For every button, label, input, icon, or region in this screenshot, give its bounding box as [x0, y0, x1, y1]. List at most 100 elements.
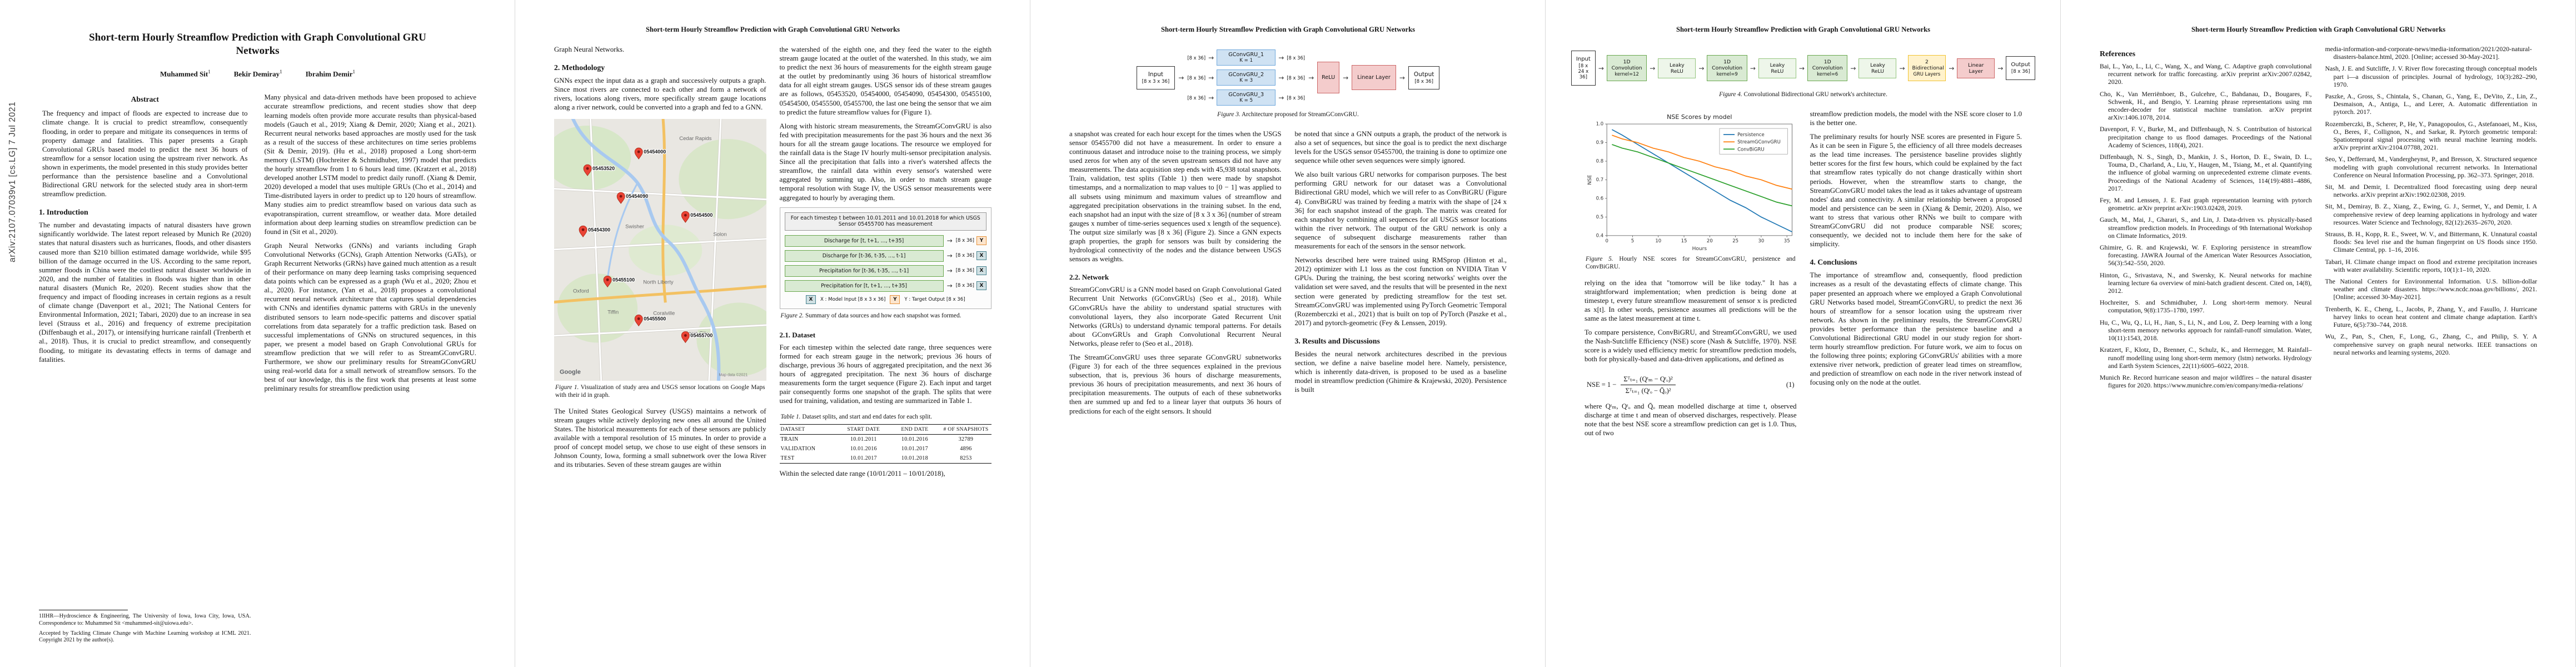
running-header: Short-term Hourly Streamflow Prediction …	[1676, 26, 1931, 33]
legend-label: Persistence	[1737, 132, 1765, 138]
y-axis-label: NSE	[1587, 175, 1593, 185]
map-sensor-marker: 05455500	[634, 315, 667, 327]
arrow-icon	[1697, 64, 1705, 72]
table-cell: 10.01.2017	[850, 455, 877, 462]
y-tick-label: 0.9	[1596, 140, 1604, 146]
y-tick-label: 0.4	[1596, 233, 1604, 238]
arrow-icon	[946, 252, 954, 260]
x-tick-label: 10	[1655, 238, 1661, 244]
reference-entry: media-information-and-corporate-news/med…	[2325, 45, 2532, 61]
paragraph: For each timestep within the selected da…	[779, 343, 992, 405]
map-town-label: Cedar Rapids	[679, 136, 711, 142]
linear-layer-node: Linear Layer	[1352, 65, 1396, 90]
figure2-rows: Discharge for [t, t+1, ..., t+35][8 x 36…	[784, 235, 986, 292]
sensor-id-label: 05455500	[644, 316, 666, 322]
sensor-id-label: 05455700	[690, 333, 712, 339]
table-cell: 10.01.2018	[901, 455, 928, 462]
figure4-flow: Input [8 x 24 x 36] 1D Convolutionkernel…	[1571, 45, 2036, 88]
reference-entry: Hu, C., Wu, Q., Li, H., Jian, S., Li, N.…	[2100, 318, 2312, 342]
map-town-label: Tiffin	[607, 310, 619, 316]
map-town-label: Coralville	[653, 311, 675, 317]
paragraph: Within the selected date range (10/01/20…	[779, 470, 945, 478]
arrow-icon	[1648, 64, 1656, 72]
dimension-label: [8 x 36]	[1287, 94, 1306, 101]
table-cell: Validation	[780, 446, 816, 452]
arrow-icon	[1849, 64, 1857, 72]
arrow-icon	[1749, 64, 1757, 72]
reference-entry: Wu, Z., Pan, S., Chen, F., Long, G., Zha…	[2325, 332, 2538, 356]
x-tag: X	[976, 251, 986, 261]
sequence-box: Discharge for [t-36, t-35, ..., t-1]	[784, 250, 944, 262]
reference-entry: Trenberth, K. E., Cheng, L., Jacobs, P.,…	[2325, 305, 2538, 329]
table-header-cell: # of Snapshots	[943, 426, 989, 433]
gconvgru-branch: [8 x 36]GConvGRU_1K = 1[8 x 36]	[1187, 49, 1305, 66]
series-line	[1612, 135, 1792, 190]
sensor-id-label: 05454000	[644, 150, 666, 155]
figure4-act-node: Leaky ReLU	[1658, 58, 1696, 78]
reference-entry: Fey, M. and Lenssen, J. E. Fast graph re…	[2100, 196, 2312, 212]
arrow-icon	[1996, 64, 2004, 72]
table-header-row: DatasetStart DateEnd Date# of Snapshots	[779, 425, 991, 435]
series-line	[1612, 144, 1792, 207]
map-pin-icon	[579, 226, 587, 238]
figure3-caption: Figure 3. Architecture proposed for Stre…	[1217, 111, 1359, 118]
reference-entry: Kratzert, F., Klotz, D., Brenner, C., Sc…	[2100, 346, 2312, 370]
map-pin-dot	[606, 278, 609, 282]
paragraph: relying on the idea that "tomorrow will …	[1585, 278, 1797, 323]
dimension-label: [8 x 36]	[955, 283, 974, 289]
section-heading-dataset: 2.1. Dataset	[779, 330, 816, 339]
x-tick-label: 15	[1681, 238, 1687, 244]
map-town-label: Solon	[713, 232, 726, 238]
author-name: Ibrahim Demir1	[305, 69, 356, 78]
section-heading-conclusions: 4. Conclusions	[1810, 258, 1857, 267]
gconvgru-branch: [8 x 36]GConvGRU_2K = 3[8 x 36]	[1187, 69, 1305, 86]
acceptance-footnote: Accepted by Tackling Climate Change with…	[39, 630, 251, 644]
figure2-row: Precipitation for [t, t+1, ..., t+35][8 …	[784, 280, 986, 292]
paragraph: Many physical and data-driven methods ha…	[264, 93, 477, 236]
map-pin-icon	[681, 211, 690, 223]
paragraph: StreamGConvGRU is a GNN model based on G…	[1069, 286, 1282, 347]
x-legend-label: X : Model Input [8 x 3 x 36]	[820, 296, 886, 302]
figure1-caption: Figure 1. Visualization of study area an…	[555, 384, 765, 399]
paragraph: The United States Geological Survey (USG…	[554, 407, 766, 469]
abstract-heading: Abstract	[131, 95, 159, 104]
x-tag: X	[976, 266, 986, 276]
map-town-label: Iowa City	[686, 331, 708, 337]
arrow-icon	[946, 237, 954, 245]
x-tick-label: 25	[1732, 238, 1738, 244]
paragraph: The importance of streamflow and, conseq…	[1810, 271, 2022, 387]
relu-node: ReLU	[1317, 62, 1340, 93]
reference-entry: Rozemberczki, B., Scherer, P., He, Y., P…	[2325, 120, 2538, 152]
reference-entry: Seo, Y., Defferrard, M., Vandergheynst, …	[2325, 155, 2538, 179]
sensor-id-label: 05454090	[626, 194, 648, 200]
map-roads	[554, 119, 766, 381]
map-pin-dot	[637, 151, 640, 153]
paragraph: streamflow prediction models, the model …	[1810, 109, 2022, 127]
y-legend-label: Y : Target Output [8 x 36]	[904, 296, 965, 302]
study-area-map: Google Map data ©2021 Cedar RapidsSolonS…	[554, 119, 766, 381]
map-pin-dot	[586, 167, 589, 170]
y-tick-label: 0.5	[1596, 215, 1604, 220]
x-tick-label: 35	[1784, 238, 1790, 244]
sequence-box: Precipitation for [t-36, t-35, ..., t-1]	[784, 265, 944, 277]
arxiv-watermark: arXiv:2107.07039v1 [cs.LG] 7 Jul 2021	[8, 101, 17, 262]
figure2-row: Discharge for [t, t+1, ..., t+35][8 x 36…	[784, 235, 986, 247]
reference-entry: Nash, J. E. and Sutcliffe, J. V. River f…	[2325, 64, 2538, 88]
map-pin-dot	[637, 317, 640, 321]
map-pin-icon	[603, 276, 612, 288]
x-tick-label: 30	[1758, 238, 1764, 244]
x-tag: X	[805, 295, 816, 304]
map-sensor-marker: 05454000	[634, 148, 667, 160]
paragraph: a snapshot was created for each hour exc…	[1069, 130, 1282, 263]
author-list: Muhammed Sit1 Bekir Demiray1 Ibrahim Dem…	[39, 69, 476, 78]
